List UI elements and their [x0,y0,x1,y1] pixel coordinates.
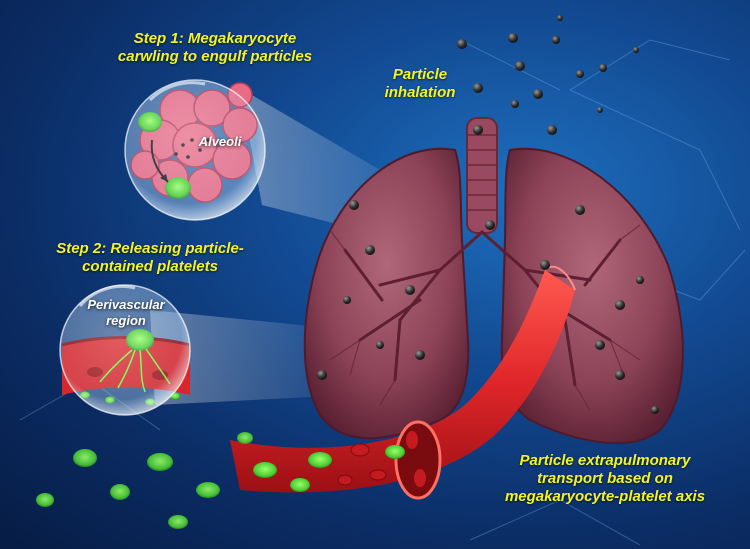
beam-step2 [150,310,350,405]
step1-line-2: carwling to engulf particles [117,48,313,65]
extrapulmonary-line-1: Particle extrapulmonary [519,452,691,469]
inhalation-label: Particle inhalation [360,66,480,102]
vessel-body [230,270,575,493]
right-lung [500,147,684,445]
particles [317,15,659,414]
perivascular-line-2: region [106,312,146,328]
step1-line-1: Step 1: Megakaryocyte [133,30,297,47]
alveoli-label: Alveoli [198,134,242,149]
blood-vessel [230,265,576,500]
free-platelets [36,432,253,529]
lungs [303,117,684,445]
step2-line-2: contained platelets [82,258,218,275]
extrapulmonary-line-3: megakaryocyte-platelet axis [504,488,706,505]
vessel-opening [394,420,442,500]
inhalation-line-1: Particle [392,66,448,83]
perivascular-line-1: Perivascular [87,297,165,312]
extrapulmonary-line-2: transport based on [537,470,673,487]
step1-label: Step 1: Megakaryocyte carwling to engulf… [100,30,330,66]
alveoli-bubble [124,79,266,221]
step2-label: Step 2: Releasing particle- contained pl… [30,240,270,276]
step2-line-1: Step 2: Releasing particle- [56,240,244,257]
extrapulmonary-label: Particle extrapulmonary transport based … [480,452,730,506]
left-lung [303,147,470,440]
inhalation-line-2: inhalation [384,84,456,101]
perivascular-bubble [59,284,191,416]
perivascular-label: Perivascular region [66,297,186,328]
